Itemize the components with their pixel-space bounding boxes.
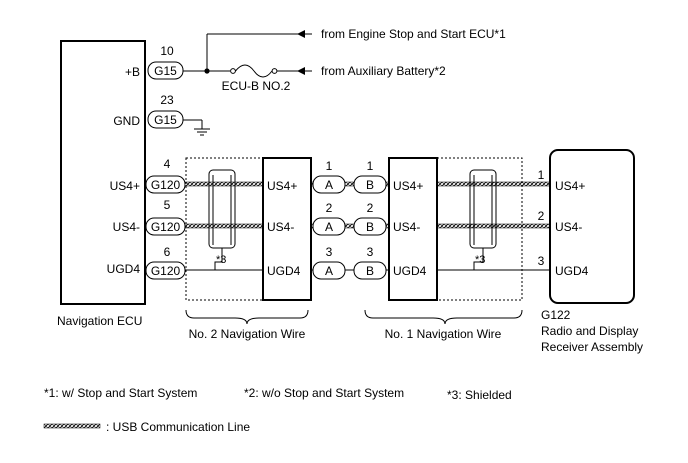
arrow-left-icon [297, 67, 305, 75]
navigation-wire-1: US4+ US4- UGD4 No. 1 Navigation Wire *3 [364, 157, 523, 341]
receiver-label-2: Receiver Assembly [541, 340, 643, 354]
note-2: *2: w/o Stop and Start System [244, 386, 404, 400]
pin-number: 5 [164, 198, 171, 212]
connector-id: B [366, 264, 374, 278]
brace [185, 309, 309, 325]
connector-id: A [325, 178, 333, 192]
fuse-icon [235, 64, 273, 78]
pin-name: GND [113, 114, 140, 128]
legend-label: : USB Communication Line [106, 420, 250, 434]
source-engine-ecu: from Engine Stop and Start ECU*1 [321, 27, 506, 41]
junction-connectors: 1 1 A B 2 2 A B 3 3 A B [312, 159, 387, 280]
note-1: *1: w/ Stop and Start System [44, 386, 197, 400]
wire2-pin: US4- [267, 220, 294, 234]
shield-left: *3 [208, 169, 236, 270]
wire2-label: No. 2 Navigation Wire [189, 327, 306, 341]
connector-id: B [366, 178, 374, 192]
source-aux-battery: from Auxiliary Battery*2 [321, 64, 446, 78]
pin-number: 1 [367, 159, 374, 173]
shield-right: *3 [469, 169, 497, 270]
receiver-pin: US4- [555, 220, 582, 234]
wire2-pin: US4+ [267, 179, 297, 193]
receiver-assembly: US4+ US4- UGD4 1 2 3 G122 Radio and Disp… [538, 149, 643, 354]
receiver-label-1: Radio and Display [541, 324, 638, 338]
wire1-pin: UGD4 [393, 264, 427, 278]
usb-line-swatch [43, 423, 101, 429]
arrow-left-icon [297, 30, 305, 38]
wire1-pin: US4- [393, 220, 420, 234]
receiver-pin: US4+ [555, 179, 585, 193]
pin-number: 10 [160, 44, 174, 58]
brace [364, 309, 523, 325]
receiver-connector: G122 [541, 308, 571, 322]
connector-id: A [325, 264, 333, 278]
shield-mark: *3 [216, 254, 226, 266]
pin-number: 4 [164, 157, 171, 171]
pin-name: US4- [113, 220, 140, 234]
pin-name: UGD4 [107, 262, 141, 276]
pin-number: 2 [538, 209, 545, 223]
power-supply: from Engine Stop and Start ECU*1 from Au… [182, 27, 506, 93]
wire1-pin: US4+ [393, 179, 423, 193]
wire2-pin: UGD4 [267, 264, 301, 278]
splice-dot [204, 68, 210, 74]
ground-icon [194, 120, 210, 136]
pin-number: 3 [326, 245, 333, 259]
pin-number: 23 [160, 93, 174, 107]
connector-id: G120 [151, 264, 181, 278]
connector-id: G15 [154, 64, 177, 78]
connector-id: A [325, 220, 333, 234]
navigation-wire-2: US4+ US4- UGD4 No. 2 Navigation Wire [185, 157, 312, 341]
connector-pill [147, 61, 184, 80]
pin-number: 6 [164, 245, 171, 259]
note-3: *3: Shielded [447, 388, 512, 402]
wire1-label: No. 1 Navigation Wire [385, 327, 502, 341]
pin-name: +B [125, 65, 140, 79]
pin-number: 3 [538, 254, 545, 268]
receiver-pin: UGD4 [555, 264, 589, 278]
pin-number: 2 [326, 201, 333, 215]
navigation-ecu: Navigation ECU +B 10 G15 GND 23 G15 US4+… [57, 40, 210, 328]
pin-number: 3 [367, 245, 374, 259]
fuse-terminal [230, 68, 236, 74]
connector-id: G120 [151, 178, 181, 192]
fuse-label: ECU-B NO.2 [222, 79, 291, 93]
pin-number: 2 [367, 201, 374, 215]
connector-id: G15 [154, 113, 177, 127]
connector-id: G120 [151, 220, 181, 234]
pin-name: US4+ [110, 179, 140, 193]
navigation-ecu-label: Navigation ECU [57, 314, 142, 328]
shield-mark: *3 [475, 254, 485, 266]
connector-id: B [366, 220, 374, 234]
pin-number: 1 [538, 168, 545, 182]
notes: *1: w/ Stop and Start System *2: w/o Sto… [43, 386, 512, 434]
fuse-terminal [271, 68, 278, 74]
pin-number: 1 [326, 159, 333, 173]
